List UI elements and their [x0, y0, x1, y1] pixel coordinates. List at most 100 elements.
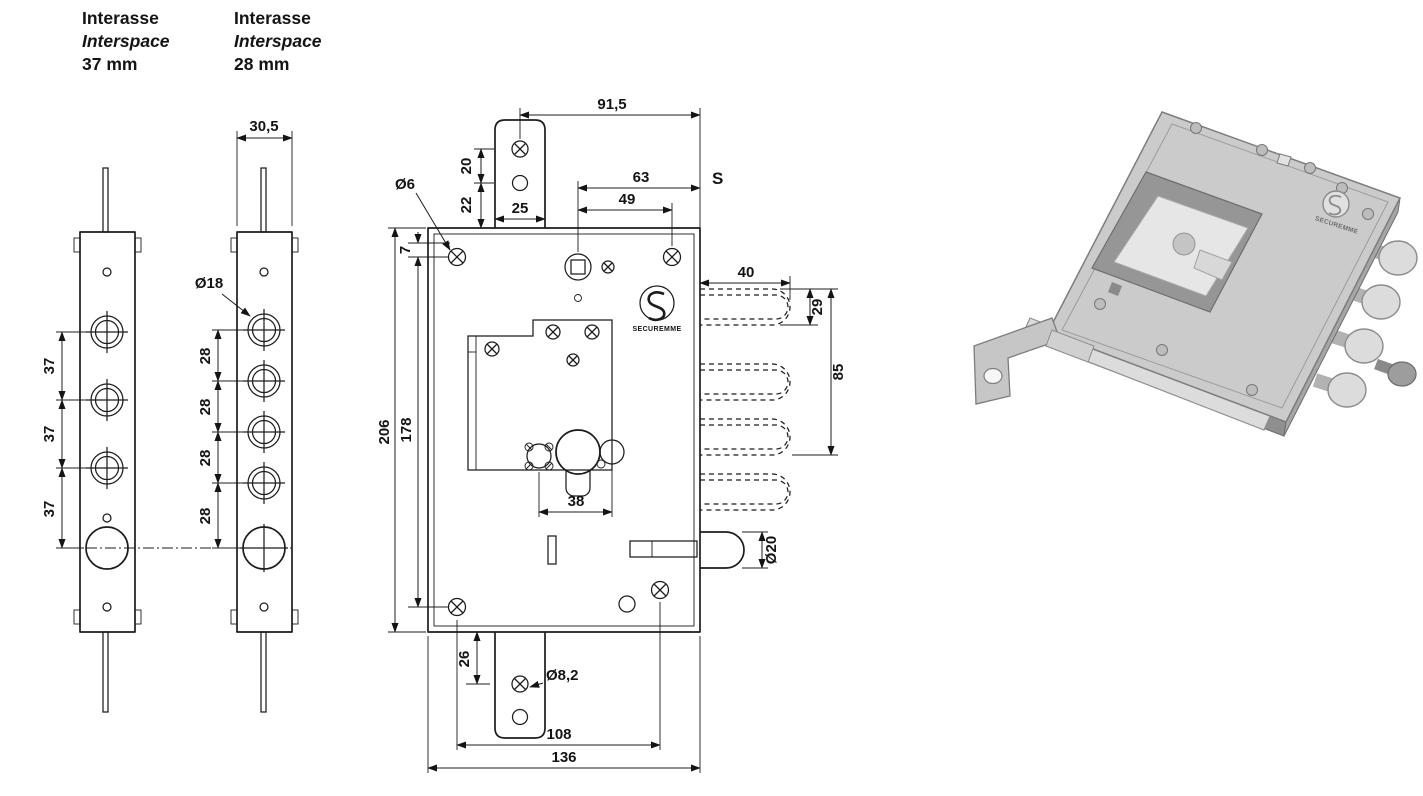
mechanism-gear: [1172, 232, 1196, 256]
small-hole: [259, 602, 269, 612]
small-hole: [102, 267, 112, 277]
header-interspace-28: Interasse Interspace 28 mm: [234, 8, 322, 74]
deadbolt-4: [700, 473, 791, 511]
dim-38-text: 38: [568, 493, 585, 510]
dim-7-text: 7: [397, 246, 414, 254]
securemme-logo: SECUREMME: [632, 285, 681, 333]
lock-case-outline: [427, 227, 701, 633]
dim-37-3: 37: [41, 501, 58, 518]
dim-108: 108: [456, 602, 661, 750]
dim-25: 25: [494, 200, 546, 223]
dim-20-22: 20 22: [458, 148, 494, 229]
dim-28-4: 28: [197, 508, 214, 525]
dia20-text: Ø20: [763, 536, 780, 564]
dim-206: 206: [376, 227, 426, 633]
dim-26-text: 26: [456, 651, 473, 668]
logo-s-icon: [647, 291, 666, 322]
rod-bottom: [260, 631, 267, 713]
dim-178-text: 178: [398, 417, 415, 442]
case-screw-bottom-right: [650, 580, 670, 600]
dim-25-text: 25: [512, 200, 529, 217]
knob-3d: [1374, 358, 1417, 387]
small-hole: [102, 513, 112, 523]
mounting-bracket-3d: [973, 317, 1061, 405]
dim-136-text: 136: [551, 749, 576, 766]
round-hole: [618, 595, 636, 613]
case-screw-top-right: [662, 247, 682, 267]
latch-assembly: [629, 531, 745, 569]
interspace-28-label: Interspace: [234, 31, 322, 51]
lock-3d-render: SECUREMME: [973, 111, 1418, 437]
callout-dia18: Ø18: [195, 275, 251, 317]
dim-30-5-text: 30,5: [249, 118, 278, 135]
faceplate-37-view: 37 37 37: [41, 167, 142, 713]
callout-dia6: Ø6: [395, 176, 451, 251]
dim-85-text: 85: [830, 364, 847, 381]
screw-heads-3d: [1094, 122, 1374, 396]
dim-26: 26: [456, 631, 490, 685]
small-screw-top: [601, 260, 615, 274]
dia82-text: Ø8,2: [546, 667, 579, 684]
dim-30-5: 30,5: [236, 118, 293, 226]
mechanism-plate: [467, 319, 613, 471]
rod-bottom: [102, 631, 109, 713]
square-drive-fixing: [564, 253, 592, 281]
bottom-mounting-plate: [494, 632, 546, 739]
dim-63-text: 63: [633, 169, 650, 186]
interasse-28-label: Interasse: [234, 8, 311, 28]
lock-case-inner-line: [433, 233, 695, 627]
dim-49: 49: [577, 191, 673, 246]
slot: [547, 535, 557, 565]
dim-85: 85: [792, 288, 847, 456]
dim-37-2: 37: [41, 426, 58, 443]
deadbolts-hidden: [700, 288, 791, 511]
dim-28-spacing: 28 28 28 28: [197, 329, 246, 549]
deadbolt-hole-1: [243, 309, 285, 351]
deadbolt-hole-1: [86, 311, 128, 353]
interspace-37-label: Interspace: [82, 31, 170, 51]
deadbolt-2: [700, 363, 791, 401]
dim-29: 29: [780, 288, 838, 326]
value-37mm-label: 37 mm: [82, 54, 137, 74]
dim-dia20: Ø20: [742, 531, 780, 569]
callout-dia82: Ø8,2: [529, 667, 579, 688]
key-cylinder-cluster: [524, 429, 625, 497]
dim-28-2: 28: [197, 399, 214, 416]
latch-plate-3d: [1045, 329, 1095, 363]
deadbolt-1: [700, 288, 791, 326]
top-plate-hole: [511, 174, 529, 192]
case-screw-bottom-left: [447, 597, 467, 617]
dim-108-text: 108: [546, 726, 571, 743]
backset-s-label: S: [712, 169, 723, 188]
dim-7: 7: [397, 232, 450, 254]
dim-20-text: 20: [458, 158, 475, 175]
small-hole: [259, 267, 269, 277]
rod-top: [260, 167, 267, 233]
rod-top: [102, 167, 109, 233]
header-interspace-37: Interasse Interspace 37 mm: [82, 8, 170, 74]
deadbolt-hole-4: [243, 462, 285, 504]
dia18-text: Ø18: [195, 275, 223, 292]
deadbolt-hole-3: [86, 447, 128, 489]
dim-40-text: 40: [738, 264, 755, 281]
dim-63: 63: [577, 169, 701, 252]
brand-text: SECUREMME: [632, 326, 681, 333]
logo-s-icon: [1328, 194, 1342, 216]
value-28mm-label: 28 mm: [234, 54, 289, 74]
dim-28-3: 28: [197, 450, 214, 467]
deadbolt-3: [700, 418, 791, 456]
case-screw-top-left: [447, 247, 467, 267]
interasse-37-label: Interasse: [82, 8, 159, 28]
dim-28-1: 28: [197, 348, 214, 365]
faceplate-28-view: 30,5 28 28 28 28 Ø18: [86, 118, 299, 713]
faceplate-37-outline: [79, 231, 136, 633]
dim-22-text: 22: [458, 197, 475, 214]
dim-49-text: 49: [619, 191, 636, 208]
lock-body-view: SECUREMME: [376, 96, 847, 773]
dim-206-text: 206: [376, 419, 393, 444]
dim-178: 178: [398, 256, 448, 608]
top-plate-screw: [511, 140, 529, 158]
dim-37-spacing: 37 37 37: [41, 331, 90, 549]
